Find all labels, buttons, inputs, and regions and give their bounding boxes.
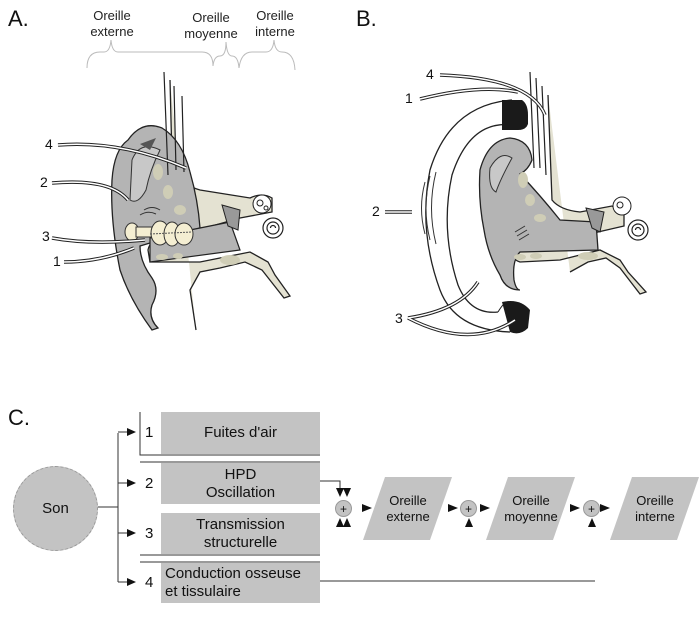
callout-number-b-2: 2 — [372, 203, 380, 219]
path-box-line: Transmission — [196, 515, 285, 533]
region-label-middle-ear: Oreille moyenne — [178, 10, 244, 42]
earmuff-inner-shell — [446, 123, 513, 313]
region-label-outer-ear: Oreille externe — [82, 8, 142, 40]
sum-node-2: + — [460, 500, 477, 517]
region-label-line: moyenne — [184, 26, 238, 41]
callout-number-a-2: 2 — [40, 174, 48, 190]
arrowheads — [127, 428, 610, 586]
stage-shape-outer-ear — [363, 477, 452, 540]
path-box-air-leaks: Fuites d'air — [161, 412, 320, 454]
plus-icon: + — [587, 501, 595, 516]
stage-shapes — [363, 477, 699, 540]
source-node-sound: Son — [13, 466, 98, 551]
brace-inner-ear — [238, 39, 296, 71]
region-label-inner-ear: Oreille interne — [246, 8, 304, 40]
stage-label-line: moyenne — [504, 509, 558, 524]
path-box-line: structurelle — [203, 533, 278, 551]
ear-anatomy-a — [111, 71, 292, 331]
callout-number-a-3: 3 — [42, 228, 50, 244]
path-number-1: 1 — [145, 424, 154, 441]
stage-label-line: Oreille — [636, 493, 674, 508]
callout-number-b-4: 4 — [426, 66, 434, 82]
ear-anatomy-b — [421, 71, 649, 334]
plus-icon: + — [339, 501, 347, 516]
path-number-2: 2 — [145, 475, 154, 492]
panel-c-label: C. — [8, 405, 30, 430]
region-label-line: Oreille — [256, 8, 294, 23]
arrow-b-3b — [407, 316, 516, 337]
path-box-line: et tissulaire — [165, 583, 241, 600]
stage-label-inner-ear: Oreille interne — [622, 493, 688, 525]
sum-node-3: + — [583, 500, 600, 517]
callout-number-a-1: 1 — [53, 253, 61, 269]
stage-shape-middle-ear — [486, 477, 575, 540]
flow-connectors — [98, 412, 595, 583]
sum-node-1: + — [335, 500, 352, 517]
path1-bracket — [139, 412, 320, 456]
arrowhead-path2 — [127, 479, 136, 487]
brace-middle-ear — [212, 41, 240, 69]
earmuff-outer-shell — [425, 99, 513, 333]
path-number-4: 4 — [145, 574, 154, 591]
region-label-line: Oreille — [93, 8, 131, 23]
earmuff-cushion-top — [502, 100, 528, 130]
earmuff-cushion-bottom — [502, 301, 530, 334]
source-node-label: Son — [42, 500, 69, 517]
hpd-to-sum-line — [320, 480, 341, 494]
panel-a-label: A. — [8, 6, 29, 31]
stage-label-outer-ear: Oreille externe — [375, 493, 441, 525]
region-label-line: interne — [255, 24, 295, 39]
path-box-line: Conduction osseuse — [165, 565, 301, 582]
panel-b-label: B. — [356, 6, 377, 31]
region-label-line: externe — [90, 24, 134, 39]
path-box-line: Oscillation — [205, 483, 276, 501]
brace-outer-ear — [86, 39, 214, 69]
path-box-line: HPD — [224, 465, 257, 483]
arrowhead-path1 — [127, 428, 136, 436]
plus-icon: + — [464, 501, 472, 516]
stage-label-line: externe — [386, 509, 430, 524]
arrowhead-path4 — [127, 578, 136, 586]
stage-label-line: interne — [635, 509, 675, 524]
stage-shape-inner-ear — [610, 477, 699, 540]
stage-label-line: Oreille — [389, 493, 427, 508]
arrowhead-path3 — [127, 529, 136, 537]
stage-label-middle-ear: Oreille moyenne — [497, 493, 565, 525]
callout-number-a-4: 4 — [45, 136, 53, 152]
arrow-b-3a — [407, 281, 480, 320]
callout-number-b-1: 1 — [405, 90, 413, 106]
region-label-line: Oreille — [192, 10, 230, 25]
callout-number-b-3: 3 — [395, 310, 403, 326]
stage-label-line: Oreille — [512, 493, 550, 508]
region-braces — [86, 39, 296, 71]
path-box-line: Fuites d'air — [204, 424, 277, 441]
path-number-3: 3 — [145, 525, 154, 542]
